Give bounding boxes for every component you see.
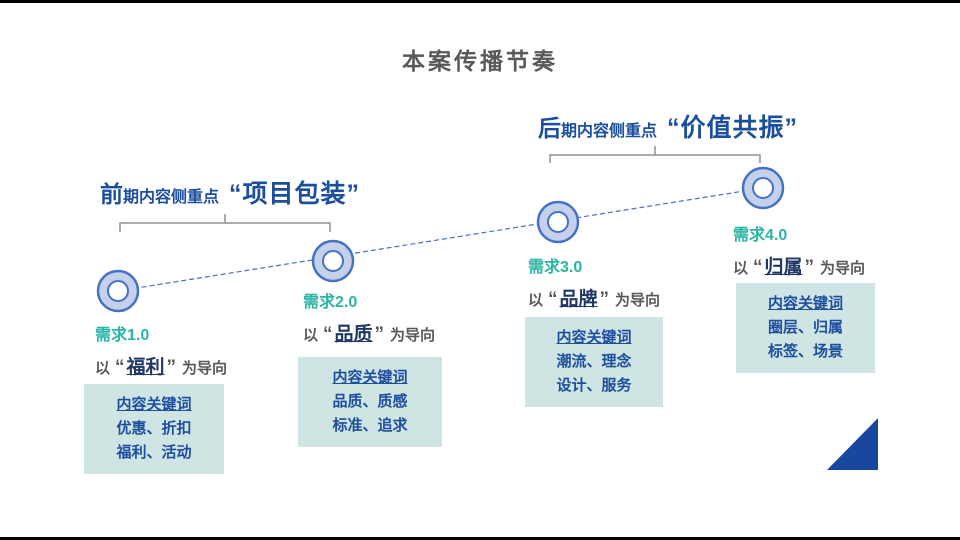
milestone-marker-2 bbox=[311, 239, 355, 283]
keyword-box-2: 内容关键词 品质、质感 标准、追求 bbox=[298, 357, 442, 447]
phase-rest-text: 期内容侧重点 bbox=[123, 189, 220, 206]
keyword-box-title: 内容关键词 bbox=[332, 369, 408, 386]
phase-label-early: 前期内容侧重点 “项目包装” bbox=[100, 174, 360, 210]
quote-open: “ bbox=[115, 357, 125, 378]
orient-suffix: 为导向 bbox=[615, 292, 661, 309]
keyword-box-title: 内容关键词 bbox=[767, 295, 843, 312]
page-title: 本案传播节奏 bbox=[402, 48, 558, 74]
quote-close: ” bbox=[804, 257, 815, 278]
orient-prefix: 以 bbox=[733, 260, 749, 277]
phase-label-late: 后期内容侧重点 “价值共振” bbox=[538, 108, 798, 144]
milestone-block-3: 需求3.0 以“品牌” 为导向 bbox=[528, 253, 660, 311]
milestone-block-1: 需求1.0 以“福利” 为导向 bbox=[95, 321, 227, 379]
keyword-box-line: 潮流、理念 bbox=[556, 353, 632, 370]
bracket-early-phase bbox=[119, 214, 331, 232]
orient-suffix: 为导向 bbox=[820, 260, 866, 277]
keyword-box-title: 内容关键词 bbox=[556, 329, 632, 346]
milestone-orientation: 以“品质” 为导向 bbox=[303, 319, 435, 346]
keyword-box-line: 圈层、归属 bbox=[767, 319, 843, 336]
keyword-box-line: 标准、追求 bbox=[332, 417, 408, 434]
keyword-box-1: 内容关键词 优惠、折扣 福利、活动 bbox=[84, 384, 224, 474]
milestone-marker-4 bbox=[741, 166, 785, 210]
orient-prefix: 以 bbox=[303, 327, 319, 344]
orient-prefix: 以 bbox=[95, 360, 111, 377]
phase-highlight-quote: “价值共振” bbox=[667, 114, 799, 142]
quote-open: “ bbox=[323, 324, 333, 345]
keyword-box-line: 标签、场景 bbox=[767, 343, 843, 360]
orient-suffix: 为导向 bbox=[182, 360, 228, 377]
keyword-box-title: 内容关键词 bbox=[116, 396, 192, 413]
milestone-name: 需求1.0 bbox=[95, 327, 150, 344]
orientation-keyword: 品质 bbox=[334, 324, 373, 345]
trend-dashed-line bbox=[117, 187, 764, 292]
milestone-name: 需求3.0 bbox=[528, 259, 583, 276]
orientation-keyword: 福利 bbox=[126, 357, 165, 378]
keyword-box-line: 优惠、折扣 bbox=[116, 420, 192, 437]
corner-triangle-decoration bbox=[827, 418, 878, 470]
orientation-keyword: 归属 bbox=[764, 257, 803, 278]
orient-suffix: 为导向 bbox=[390, 327, 436, 344]
phase-rest-text: 期内容侧重点 bbox=[561, 123, 658, 140]
keyword-box-line: 品质、质感 bbox=[332, 393, 408, 410]
orientation-keyword: 品牌 bbox=[559, 289, 598, 310]
keyword-box-4: 内容关键词 圈层、归属 标签、场景 bbox=[736, 283, 875, 373]
milestone-orientation: 以“福利” 为导向 bbox=[95, 352, 227, 379]
milestone-block-4: 需求4.0 以“归属” 为导向 bbox=[733, 221, 865, 279]
phase-lead-char: 后 bbox=[538, 115, 561, 141]
keyword-box-3: 内容关键词 潮流、理念 设计、服务 bbox=[525, 317, 663, 407]
letterbox-bar-top bbox=[0, 0, 960, 3]
quote-close: ” bbox=[166, 357, 177, 378]
phase-highlight-quote: “项目包装” bbox=[229, 180, 361, 208]
milestone-name: 需求4.0 bbox=[733, 227, 788, 244]
quote-open: “ bbox=[548, 289, 558, 310]
milestone-orientation: 以“归属” 为导向 bbox=[733, 252, 865, 279]
orient-prefix: 以 bbox=[528, 292, 544, 309]
quote-close: ” bbox=[374, 324, 385, 345]
letterbox-bar-bottom bbox=[0, 537, 960, 540]
milestone-orientation: 以“品牌” 为导向 bbox=[528, 284, 660, 311]
milestone-marker-3 bbox=[536, 200, 580, 244]
milestone-block-2: 需求2.0 以“品质” 为导向 bbox=[303, 288, 435, 346]
bracket-late-phase bbox=[549, 146, 761, 163]
milestone-marker-1 bbox=[96, 269, 140, 313]
quote-open: “ bbox=[753, 257, 763, 278]
phase-lead-char: 前 bbox=[100, 181, 123, 207]
milestone-name: 需求2.0 bbox=[303, 294, 358, 311]
keyword-box-line: 福利、活动 bbox=[116, 444, 192, 461]
quote-close: ” bbox=[599, 289, 610, 310]
keyword-box-line: 设计、服务 bbox=[556, 377, 632, 394]
